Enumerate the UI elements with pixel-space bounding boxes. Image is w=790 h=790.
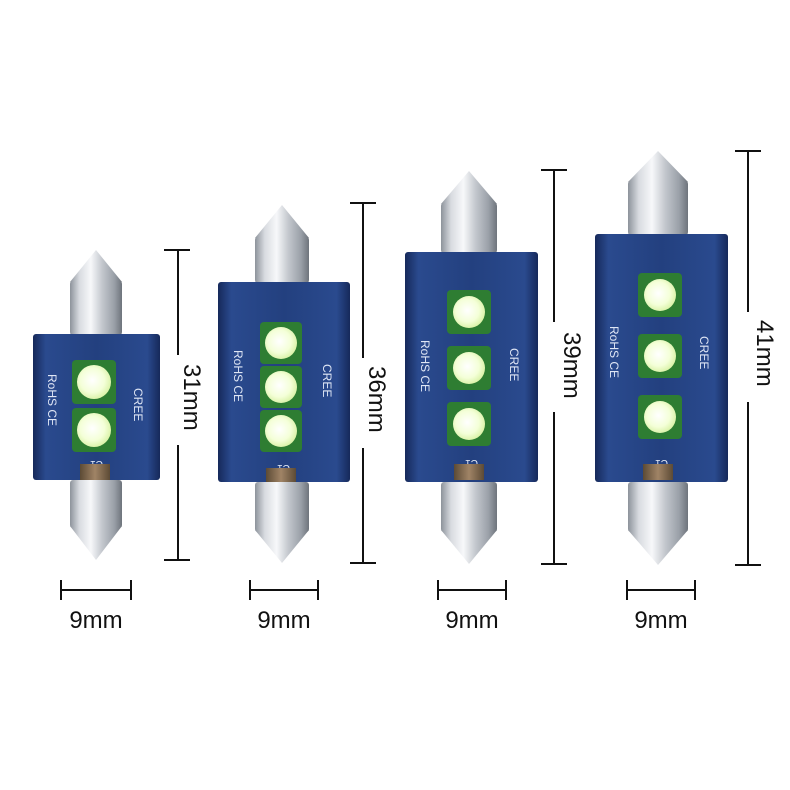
- led-chip: [638, 395, 682, 439]
- bottom-metal-cap: [441, 482, 497, 564]
- top-metal-cap: [628, 151, 688, 246]
- pcb-marking-rohs: RoHS CE: [45, 374, 59, 426]
- capacitor: [80, 464, 110, 480]
- bottom-metal-cap: [628, 482, 688, 565]
- width-dimension: [60, 580, 132, 600]
- length-label: 41mm: [751, 320, 778, 387]
- length-label: 31mm: [178, 364, 205, 431]
- pcb-component-label: C1: [655, 457, 668, 468]
- width-label: 9mm: [257, 607, 310, 634]
- width-label: 9mm: [69, 607, 122, 634]
- length-label: 39mm: [558, 332, 585, 399]
- bulb-36mm: RoHS CE CREE C1: [218, 205, 350, 563]
- led-chip: [260, 322, 302, 364]
- pcb-marking-cree: CREE: [131, 388, 145, 421]
- led-chip: [72, 408, 116, 452]
- bulb-41mm: RoHS CE CREE C1: [595, 151, 728, 565]
- led-chip: [447, 402, 491, 446]
- pcb-marking-rohs: RoHS CE: [231, 350, 245, 402]
- length-label: 36mm: [363, 366, 390, 433]
- pcb-marking-rohs: RoHS CE: [418, 340, 432, 392]
- pcb-component-label: C1: [465, 457, 478, 468]
- width-label: 9mm: [634, 607, 687, 634]
- led-chip: [260, 410, 302, 452]
- width-label: 9mm: [445, 607, 498, 634]
- led-chip: [638, 334, 682, 378]
- bottom-metal-cap: [70, 480, 122, 560]
- pcb-component-label: C1: [277, 462, 290, 473]
- top-metal-cap: [441, 171, 497, 264]
- pcb-marking-rohs: RoHS CE: [607, 326, 621, 378]
- led-chip: [260, 366, 302, 408]
- pcb-marking-cree: CREE: [320, 364, 334, 397]
- led-chip: [72, 360, 116, 404]
- bulb-31mm: RoHS CE CREE C1: [33, 250, 160, 560]
- capacitor: [643, 464, 673, 480]
- pcb-board: [33, 334, 160, 480]
- led-chip: [638, 273, 682, 317]
- pcb-component-label: C1: [90, 458, 103, 469]
- pcb-marking-cree: CREE: [507, 348, 521, 381]
- pcb-marking-cree: CREE: [697, 336, 711, 369]
- width-dimension: [249, 580, 319, 600]
- capacitor: [454, 464, 484, 480]
- bottom-metal-cap: [255, 482, 309, 563]
- top-metal-cap: [255, 205, 309, 294]
- capacitor: [266, 468, 296, 482]
- width-dimension: [626, 580, 696, 600]
- top-metal-cap: [70, 250, 122, 347]
- bulb-39mm: RoHS CE CREE C1: [405, 171, 538, 564]
- width-dimension: [437, 580, 507, 600]
- led-chip: [447, 290, 491, 334]
- led-chip: [447, 346, 491, 390]
